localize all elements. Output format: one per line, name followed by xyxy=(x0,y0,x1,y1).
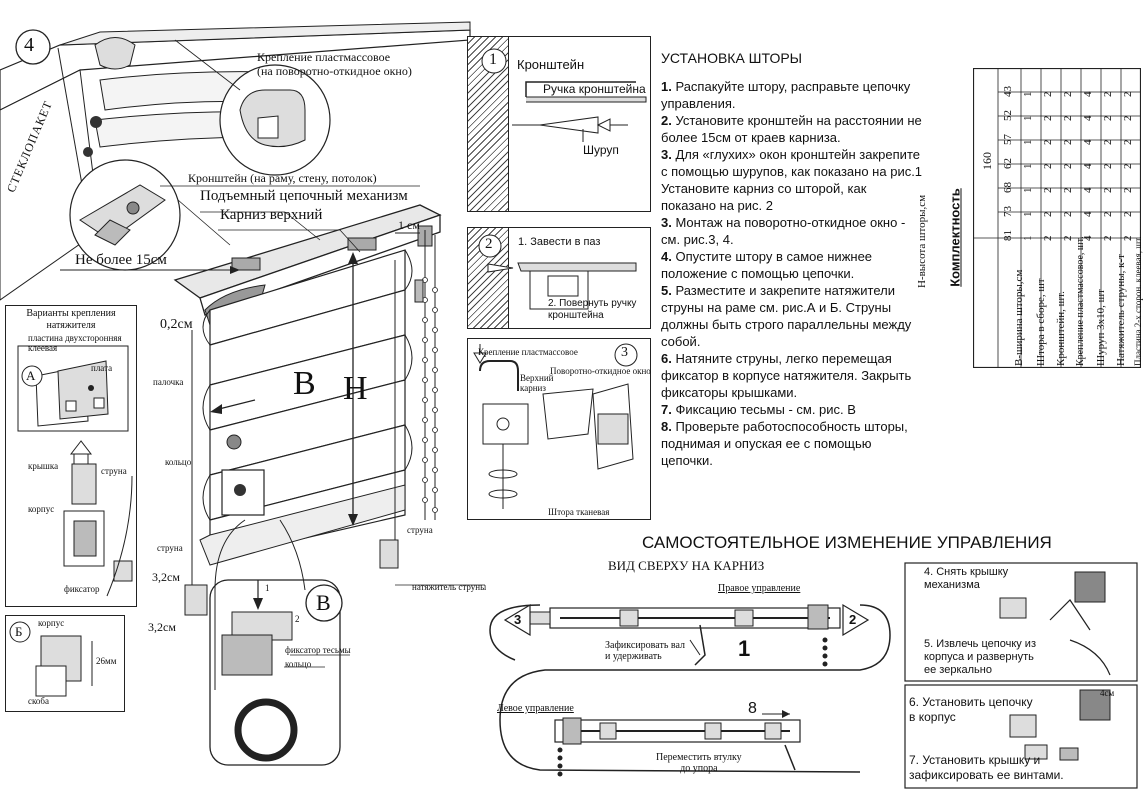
variants-drawing xyxy=(17,345,133,597)
lid-label: крышка xyxy=(28,461,59,471)
step-num-2: 2 xyxy=(849,612,857,627)
step7-label: 7. Установить крышку и зафиксировать ее … xyxy=(909,753,1064,782)
cm1-label: 1 см xyxy=(398,218,420,232)
step-num-8: 8 xyxy=(748,700,757,717)
install-title: УСТАНОВКА ШТОРЫ xyxy=(661,50,803,66)
fig3-fabric-label: Штора тканевая xyxy=(548,507,610,517)
variant-a-letter: A xyxy=(26,368,36,383)
fig1-panel: 1 Кронштейн Ручка кронштейна Шуруп xyxy=(467,36,651,212)
string-label-right: струна xyxy=(407,525,433,535)
left-control-label: Левое управление xyxy=(497,703,574,714)
cm32b-label: 3,2см xyxy=(148,620,176,634)
step6-label: 6. Установить цепочку в корпус xyxy=(909,695,1033,724)
clip-label: Крепление пластмассовое (на поворотно-от… xyxy=(257,50,412,78)
install-step: 2. Установите кронштейн на расстоянии не… xyxy=(661,113,922,145)
body-label: корпус xyxy=(28,504,55,514)
width-letter: B xyxy=(293,365,316,402)
fig1-drawing xyxy=(481,48,647,142)
string-label-left: струна xyxy=(157,543,183,553)
step-num-3: 3 xyxy=(514,612,522,627)
stick-label: палочка xyxy=(153,377,184,387)
ring2-label: кольцо xyxy=(285,659,312,669)
variant-b-drawing xyxy=(9,621,93,697)
fig3-number: 3 xyxy=(621,345,628,360)
step-num-1: 1 xyxy=(738,636,751,661)
fig2-panel: 2 1. Завести в паз 2. Повернуть ручку кр… xyxy=(467,227,651,329)
fig3-drawing xyxy=(473,343,638,509)
install-step: 8. Проверьте работоспособность шторы, по… xyxy=(661,419,908,468)
cm4-label: 4см xyxy=(1100,688,1115,698)
height-letter: H xyxy=(343,370,368,407)
string-label: струна xyxy=(101,466,127,476)
bracket-label: Кронштейн (на раму, стену, потолок) xyxy=(188,171,377,185)
fig1-bracket-label: Кронштейн xyxy=(517,57,585,72)
self-title: САМОСТОЯТЕЛЬНОЕ ИЗМЕНЕНИЕ УПРАВЛЕНИЯ xyxy=(642,533,1052,552)
variant-b-panel: Б корпус скоба 26мм xyxy=(5,615,125,712)
step4-label: 4. Снять крышку механизма xyxy=(924,566,1009,591)
fix-shaft-label: Зафиксировать вал и удерживать xyxy=(605,640,685,662)
move-sleeve-label: Переместить втулку до упора xyxy=(656,752,742,774)
fig1-screw-label: Шуруп xyxy=(583,143,619,157)
right-control-label: Правое управление xyxy=(718,583,801,594)
adhesive-plate-label: пластина двухсторонняя клеевая xyxy=(28,333,122,353)
tensioner-label: натяжитель струны xyxy=(412,582,487,592)
fig3-clip-label: Крепление пластмассовое xyxy=(478,347,578,357)
step5-label: 5. Извлечь цепочку из корпуса и разверну… xyxy=(924,638,1036,676)
cornice-label: Карниз верхний xyxy=(220,207,323,223)
install-step: 7. Фиксацию тесьмы - см. рис. В xyxy=(661,402,856,417)
fig3-window-label: Поворотно-откидное окно xyxy=(550,366,651,376)
plate-label: плата xyxy=(91,363,113,373)
install-step: 6. Натяните струны, легко перемещая фикс… xyxy=(661,351,912,400)
fig2-drawing xyxy=(478,234,637,310)
install-step: 3. Монтаж на поворотно-откидное окно - с… xyxy=(661,215,906,247)
clamp-label: скоба xyxy=(28,696,49,706)
cm32a-label: 3,2см xyxy=(152,570,180,584)
fig1-handle-label: Ручка кронштейна xyxy=(543,82,646,96)
fixator-tape-label: фиксатор тесьмы xyxy=(285,645,351,655)
variants-title: Варианты крепления натяжителя xyxy=(26,308,116,331)
step1-label: 1 xyxy=(265,583,270,593)
install-step: 5. Разместите и закрепите натяжители стр… xyxy=(661,283,912,349)
ring-label: кольцо xyxy=(165,457,192,467)
fig3-cornice-label: Верхний карниз xyxy=(520,373,554,393)
install-steps: 1. Распакуйте штору, расправьте цепочку … xyxy=(661,78,923,469)
max15-label: Не более 15см xyxy=(75,252,167,268)
step2-label: 2 xyxy=(295,614,300,624)
fig2-step2: 2. Повернуть ручку кронштейна xyxy=(548,298,637,321)
fig2-step1: 1. Завести в паз xyxy=(518,236,601,248)
fig4-number: 4 xyxy=(24,34,34,56)
fixator-label: фиксатор xyxy=(64,584,100,594)
mechanism-label: Подъемный цепочный механизм xyxy=(200,188,408,204)
fig2-number: 2 xyxy=(485,236,493,252)
variant-b-letter: Б xyxy=(15,624,23,639)
body2-label: корпус xyxy=(38,618,65,628)
mm26-label: 26мм xyxy=(96,656,117,666)
kit-table xyxy=(973,68,1141,368)
fig3-panel: 3 Крепление пластмассовое Верхний карниз… xyxy=(467,338,651,520)
install-step: 3. Для «глухих» окон кронштейн закрепите… xyxy=(661,147,923,213)
detail-b-letter: B xyxy=(316,590,331,615)
tensioner-variants-panel: Варианты крепления натяжителя A пластина… xyxy=(5,305,137,607)
fig1-number: 1 xyxy=(489,51,497,68)
install-step: 1. Распакуйте штору, расправьте цепочку … xyxy=(661,79,911,111)
gap-label: 0,2см xyxy=(160,317,193,332)
install-step: 4. Опустите штору в самое нижнее положен… xyxy=(661,249,873,281)
topview-label: ВИД СВЕРХУ НА КАРНИЗ xyxy=(608,558,765,573)
